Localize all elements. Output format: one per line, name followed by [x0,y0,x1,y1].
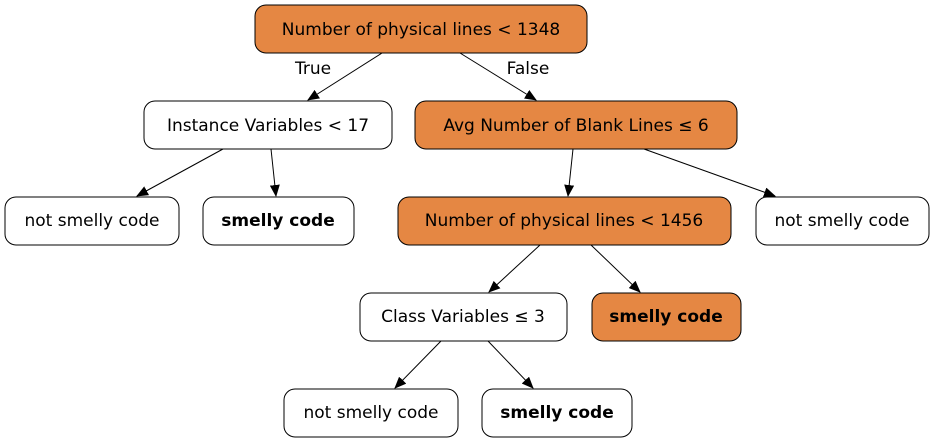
node-root: Number of physical lines < 1348 [254,4,588,54]
node-leaf-smelly-3: smelly code [481,388,633,438]
edge-label-false: False [507,59,550,79]
edge-mid-to-class [488,244,541,293]
edge-left-to-leaf-lr [269,148,280,197]
node-class-variables-label: Class Variables ≤ 3 [381,307,545,327]
node-leaf-not-smelly-1-label: not smelly code [24,211,159,231]
node-leaf-not-smelly-1: not smelly code [4,196,180,246]
node-physical-lines-1456: Number of physical lines < 1456 [397,196,732,246]
node-leaf-smelly-1-label: smelly code [221,211,334,231]
node-root-label: Number of physical lines < 1348 [282,20,560,40]
node-leaf-smelly-2: smelly code [591,292,742,342]
edge-left-to-leaf-ll [136,148,224,197]
node-avg-blank-lines-label: Avg Number of Blank Lines ≤ 6 [443,116,708,136]
node-physical-lines-1456-label: Number of physical lines < 1456 [425,211,703,231]
node-instance-variables-label: Instance Variables < 17 [167,116,369,136]
node-leaf-smelly-2-label: smelly code [609,307,722,327]
node-leaf-not-smelly-2-label: not smelly code [774,211,909,231]
edge-class-to-leaf-cr [487,340,534,389]
edge-right-to-mid [564,148,575,197]
node-leaf-not-smelly-3-label: not smelly code [303,403,438,423]
node-leaf-smelly-3-label: smelly code [500,403,613,423]
node-instance-variables: Instance Variables < 17 [143,100,393,150]
node-leaf-smelly-1: smelly code [202,196,355,246]
edge-root-to-right [459,52,537,101]
node-avg-blank-lines: Avg Number of Blank Lines ≤ 6 [414,100,738,150]
edge-right-to-leaf-rr [643,148,776,197]
edge-label-true: True [294,59,331,79]
edge-root-to-left [307,52,383,101]
edge-class-to-leaf-cl [394,340,442,389]
node-class-variables: Class Variables ≤ 3 [359,292,568,342]
edge-mid-to-leaf-mr [590,244,641,293]
node-leaf-not-smelly-2: not smelly code [755,196,930,246]
node-leaf-not-smelly-3: not smelly code [283,388,459,438]
